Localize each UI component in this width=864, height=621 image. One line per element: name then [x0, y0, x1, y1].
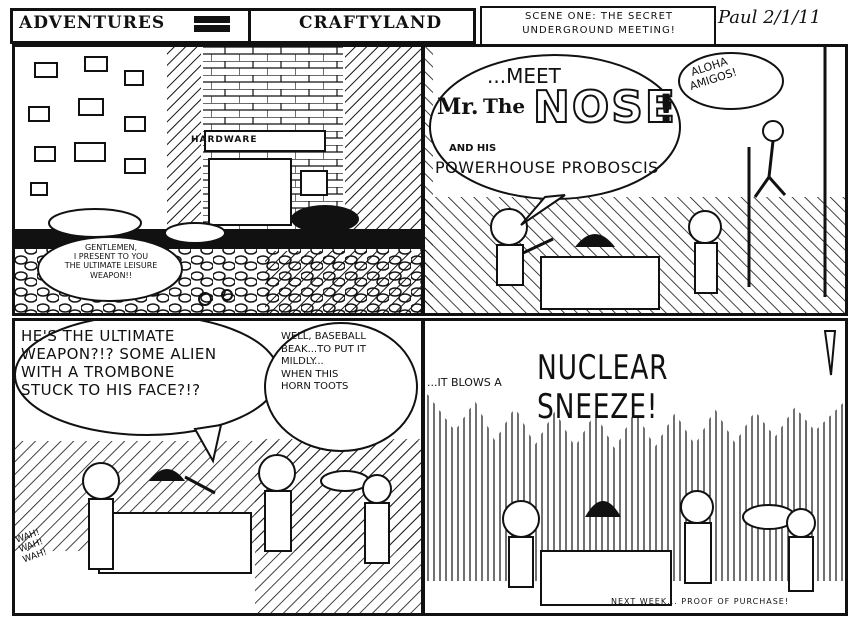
panel-4: ...IT BLOWS A NUCLEAR SNEEZE! NEXT WEEK.…: [422, 318, 848, 616]
blows-text: ...IT BLOWS A: [427, 376, 502, 389]
panel-4-art: [425, 330, 845, 606]
title-ornament-icon: [194, 16, 230, 32]
title-craftyland: CRAFTYLAND: [299, 13, 443, 33]
caption-gentlemen: GENTLEMEN, I PRESENT TO YOU THE ULTIMATE…: [64, 243, 158, 280]
panel-2: ...MEET Mr. The NOSE ! AND HIS POWERHOUS…: [422, 44, 848, 316]
exclaim-mark-1: !: [657, 87, 676, 133]
speech-baseball-beak: WELL, BASEBALL BEAK...TO PUT IT MILDLY..…: [281, 331, 366, 392]
nuclear-sneeze-text: NUCLEAR SNEEZE!: [537, 348, 669, 428]
speech-ultimate-weapon: HE'S THE ULTIMATE WEAPON?!? SOME ALIEN W…: [21, 327, 217, 399]
scene-title: SCENE ONE: THE SECRET UNDERGROUND MEETIN…: [522, 11, 676, 36]
proboscis-text: POWERHOUSE PROBOSCIS: [435, 158, 659, 177]
panel-3: HE'S THE ULTIMATE WEAPON?!? SOME ALIEN W…: [12, 318, 424, 616]
title-logo-right: CRAFTYLAND: [248, 8, 476, 44]
panel-1: HARDWARE GENTLEMEN, I PRESENT TO YOU THE…: [12, 44, 424, 316]
next-week-text: NEXT WEEK... PROOF OF PURCHASE!: [611, 597, 790, 606]
and-his-text: AND HIS: [449, 143, 497, 154]
title-adventures: ADVENTURES: [19, 13, 166, 33]
panel-1-art: [15, 47, 421, 313]
name-nose: NOSE: [532, 81, 677, 133]
name-mr: Mr.: [437, 94, 479, 120]
shop-sign: HARDWARE: [191, 135, 258, 145]
artist-signature: Paul 2/1/11: [718, 7, 822, 28]
meet-text: ...MEET: [487, 64, 561, 88]
panel-3-art: [15, 321, 421, 613]
panel-2-art: [425, 47, 845, 313]
name-the: The: [483, 94, 526, 118]
